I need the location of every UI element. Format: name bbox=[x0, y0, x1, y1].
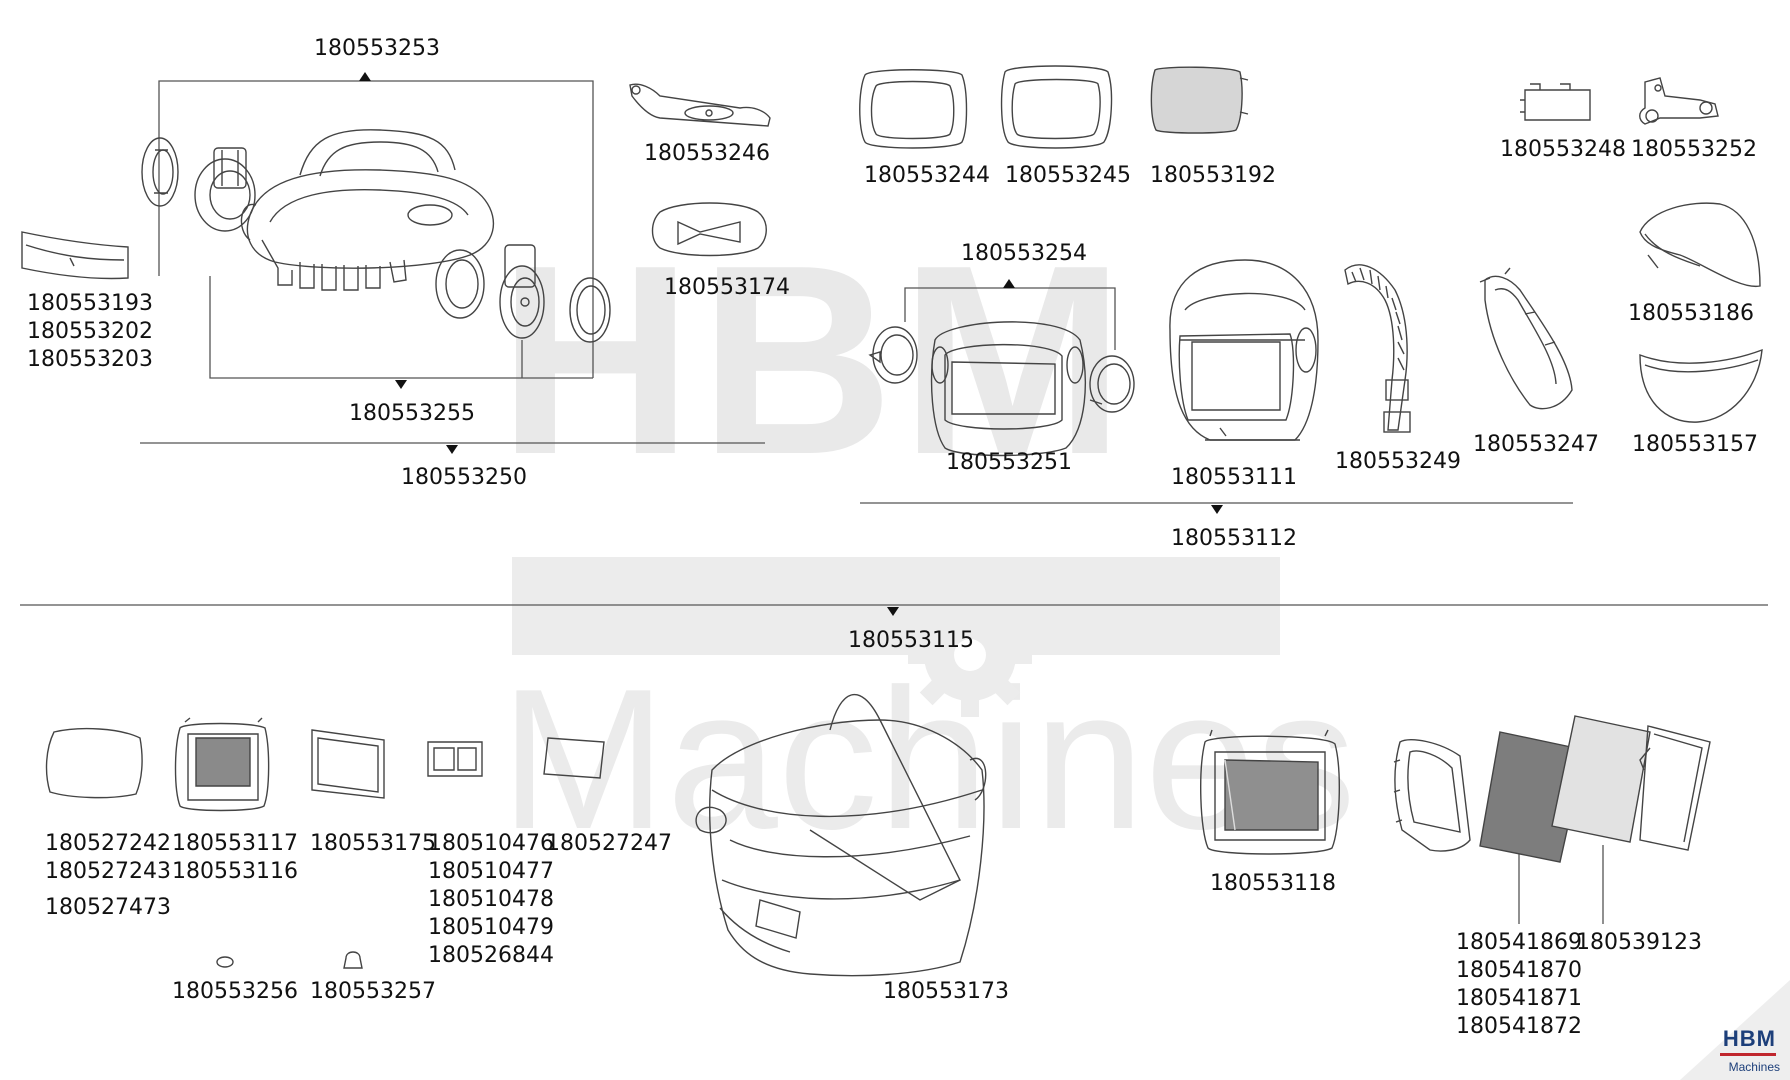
sweatband-drawing bbox=[651, 202, 767, 257]
inside-protection-plate-drawing bbox=[1479, 731, 1586, 863]
part-label-180510477: 180510477 bbox=[428, 859, 554, 884]
visor-band-drawing bbox=[21, 231, 129, 280]
storage-bag-drawing bbox=[695, 693, 987, 977]
part-label-180553244: 180553244 bbox=[864, 163, 990, 188]
breathing-tube-drawing bbox=[1344, 264, 1411, 433]
part-label-180553116: 180553116 bbox=[172, 859, 298, 884]
part-label-180553250: 180553250 bbox=[401, 465, 527, 490]
part-label-180553256: 180553256 bbox=[172, 979, 298, 1004]
part-label-180553118: 180553118 bbox=[1210, 871, 1336, 896]
part-label-180553117: 180553117 bbox=[172, 831, 298, 856]
part-label-180553193: 180553193 bbox=[27, 291, 153, 316]
part-label-180553251: 180553251 bbox=[946, 450, 1072, 475]
part-label-180541869: 180541869 bbox=[1456, 930, 1582, 955]
pivot-arm-drawing bbox=[1639, 77, 1719, 125]
part-label-180553192: 180553192 bbox=[1150, 163, 1276, 188]
headgear-knob-left-drawing bbox=[141, 137, 179, 207]
part-label-180553203: 180553203 bbox=[27, 347, 153, 372]
strap-clip-drawing bbox=[1520, 83, 1591, 121]
head-top-cover-drawing bbox=[1639, 202, 1761, 287]
part-label-180541872: 180541872 bbox=[1456, 1014, 1582, 1039]
clear-lens-drawing bbox=[543, 737, 605, 779]
side-filter-right-drawing bbox=[1089, 355, 1135, 413]
outside-protection-plate-drawing bbox=[1551, 715, 1651, 843]
cover-lens-drawing bbox=[45, 727, 143, 799]
part-label-180553257: 180553257 bbox=[310, 979, 436, 1004]
small-part-b-drawing bbox=[343, 951, 363, 969]
belt-harness-drawing bbox=[1479, 267, 1573, 410]
part-label-180553253: 180553253 bbox=[314, 36, 440, 61]
auto-darkening-filter-drawing bbox=[1393, 739, 1471, 852]
logo-corner bbox=[1680, 980, 1790, 1080]
part-label-180553186: 180553186 bbox=[1628, 301, 1754, 326]
part-label-180553249: 180553249 bbox=[1335, 449, 1461, 474]
inside-cover-frame-drawing bbox=[859, 69, 968, 149]
part-label-180553115: 180553115 bbox=[848, 628, 974, 653]
side-filter-left-drawing bbox=[868, 326, 918, 384]
part-label-180526844: 180526844 bbox=[428, 943, 554, 968]
part-label-180553255: 180553255 bbox=[349, 401, 475, 426]
part-label-180527247: 180527247 bbox=[546, 831, 672, 856]
part-label-180553175: 180553175 bbox=[310, 831, 436, 856]
inner-frame-drawing bbox=[311, 729, 385, 799]
leader-lines bbox=[20, 72, 1768, 924]
logo-accent-line bbox=[1720, 1053, 1776, 1056]
watermark-gear-icon bbox=[908, 593, 1032, 717]
watermark-bar bbox=[512, 557, 1280, 655]
logo-subtitle: Machines bbox=[1728, 1060, 1780, 1074]
hbm-logo: HBM Machines bbox=[1680, 980, 1790, 1080]
small-part-a-drawing bbox=[216, 956, 234, 968]
part-label-180553246: 180553246 bbox=[644, 141, 770, 166]
ratchet-strap-drawing bbox=[629, 83, 771, 127]
part-label-180553111: 180553111 bbox=[1171, 465, 1297, 490]
part-label-180553173: 180553173 bbox=[883, 979, 1009, 1004]
complete-helmet-drawing bbox=[1169, 259, 1319, 441]
gasket-frame-drawing bbox=[1639, 725, 1711, 851]
magnifier-lens-drawing bbox=[427, 741, 483, 777]
headgear-ratchet-right-drawing bbox=[435, 249, 485, 319]
part-label-180527243: 180527243 bbox=[45, 859, 171, 884]
neck-shroud-drawing bbox=[1639, 348, 1763, 423]
part-label-180553157: 180553157 bbox=[1632, 432, 1758, 457]
welding-shield-drawing bbox=[930, 321, 1086, 457]
part-label-180553174: 180553174 bbox=[664, 275, 790, 300]
protection-plate-drawing bbox=[1150, 66, 1249, 134]
part-label-180553245: 180553245 bbox=[1005, 163, 1131, 188]
part-label-180510478: 180510478 bbox=[428, 887, 554, 912]
outer-cover-frame-drawing bbox=[1000, 65, 1113, 149]
part-label-180553254: 180553254 bbox=[961, 241, 1087, 266]
headgear-pivot-drawing bbox=[194, 147, 256, 232]
headgear-harness-drawing bbox=[240, 129, 495, 291]
part-label-180553202: 180553202 bbox=[27, 319, 153, 344]
watermark-brand: HBM bbox=[498, 210, 1131, 511]
part-label-180541870: 180541870 bbox=[1456, 958, 1582, 983]
part-label-180527242: 180527242 bbox=[45, 831, 171, 856]
part-label-180527473: 180527473 bbox=[45, 895, 171, 920]
logo-brand: HBM bbox=[1722, 1026, 1776, 1051]
part-label-180553112: 180553112 bbox=[1171, 526, 1297, 551]
part-label-180539123: 180539123 bbox=[1576, 930, 1702, 955]
part-label-180510479: 180510479 bbox=[428, 915, 554, 940]
headgear-pivot-right-drawing bbox=[499, 244, 545, 339]
part-label-180553252: 180553252 bbox=[1631, 137, 1757, 162]
adf-filter-frame-drawing bbox=[174, 717, 270, 812]
headgear-cover-right-drawing bbox=[569, 277, 611, 343]
part-label-180541871: 180541871 bbox=[1456, 986, 1582, 1011]
part-label-180553248: 180553248 bbox=[1500, 137, 1626, 162]
part-label-180510476: 180510476 bbox=[428, 831, 554, 856]
part-label-180553247: 180553247 bbox=[1473, 432, 1599, 457]
adf-cassette-drawing bbox=[1200, 729, 1340, 855]
